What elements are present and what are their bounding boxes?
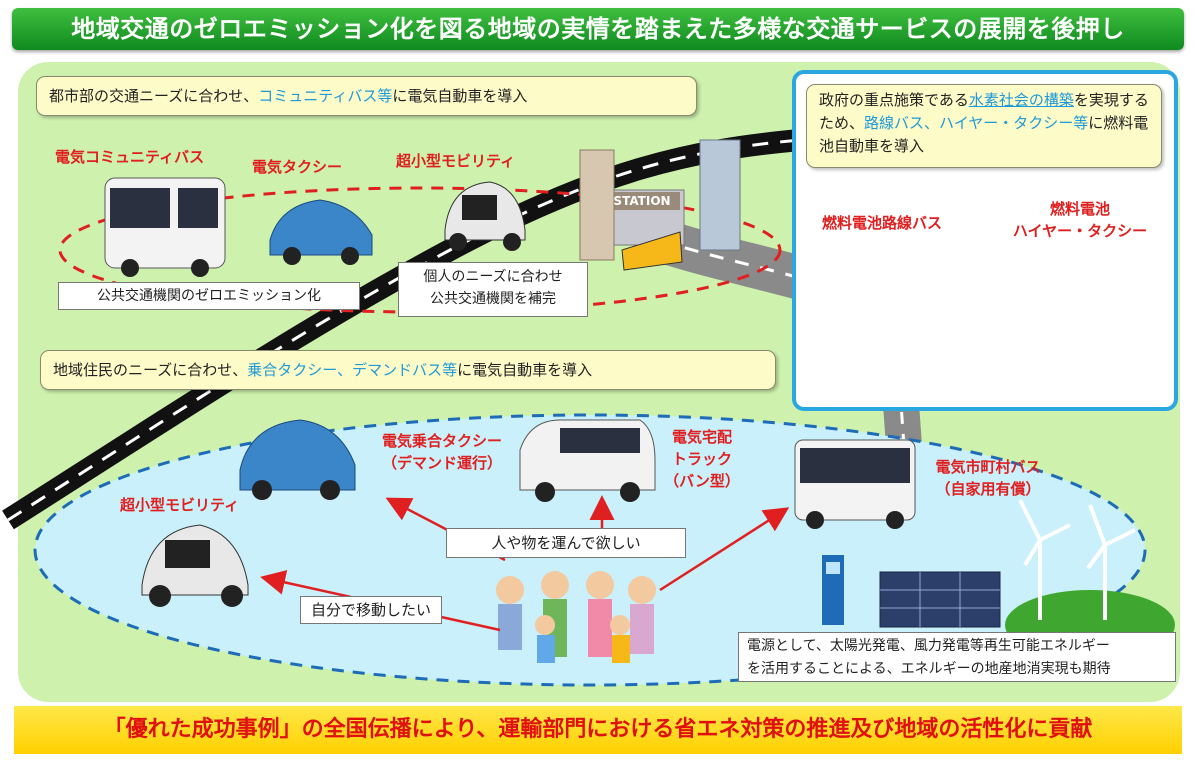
rail-dashes: [7, 138, 801, 522]
delivery-van-illustration: [519, 419, 656, 502]
solar-panel-illustration: [879, 571, 1001, 628]
need-carry: 人や物を運んで欲しい: [446, 528, 686, 558]
label-municipal-bus: 電気市町村バス （自家用有償）: [935, 458, 1041, 498]
shared-taxi-illustration: [239, 419, 356, 500]
label-fc-taxi: 燃料電池 ハイヤー・タクシー: [1012, 200, 1148, 240]
fuel-cell-callout: 政府の重点施策である水素社会の構築を実現するため、路線バス、ハイヤー・タクシー等…: [806, 84, 1162, 168]
micro-mobility-illustration-urban: [444, 181, 526, 251]
charger-illustration: [822, 555, 844, 625]
need-self-move: 自分で移動したい: [300, 596, 442, 624]
label-shared-taxi: 電気乗合タクシー （デマンド運行）: [381, 432, 502, 472]
municipal-bus-illustration: [794, 439, 916, 529]
rural-callout: 地域住民のニーズに合わせ、乗合タクシー、デマンドバス等に電気自動車を導入: [40, 350, 776, 390]
urban-callout: 都市部の交通ニーズに合わせ、コミュニティバス等に電気自動車を導入: [36, 76, 697, 116]
family-illustration: [496, 571, 656, 663]
energy-note: 電源として、太陽光発電、風力発電等再生可能エネルギー を活用することによる、エネ…: [738, 632, 1176, 682]
label-community-bus: 電気コミュニティバス: [55, 148, 205, 166]
label-delivery-truck: 電気宅配 トラック （バン型）: [664, 428, 740, 490]
note-complement: 個人のニーズに合わせ 公共交通機関を補完: [398, 262, 588, 317]
urban-ellipse: [58, 186, 782, 314]
label-micro-mobility-rural: 超小型モビリティ: [120, 496, 240, 514]
micro-mobility-illustration-rural: [141, 524, 249, 607]
e-taxi-illustration: [269, 199, 373, 265]
title-banner: 地域交通のゼロエミッション化を図る地域の実情を踏まえた多様な交通サービスの展開を…: [12, 8, 1184, 50]
bottom-banner: 「優れた成功事例」の全国伝播により、運輸部門における省エネ対策の推進及び地域の活…: [14, 706, 1182, 754]
wind-turbine-illustration: [1018, 499, 1136, 620]
note-zero-emission: 公共交通機関のゼロエミッション化: [58, 282, 360, 310]
label-e-taxi: 電気タクシー: [252, 158, 343, 176]
label-fc-bus: 燃料電池路線バス: [822, 214, 943, 232]
train: [621, 231, 683, 271]
tall-building: [699, 139, 741, 251]
community-bus-illustration: [104, 177, 226, 277]
label-micro-mobility-urban: 超小型モビリティ: [396, 152, 516, 170]
station-sign: STATION: [613, 194, 671, 208]
